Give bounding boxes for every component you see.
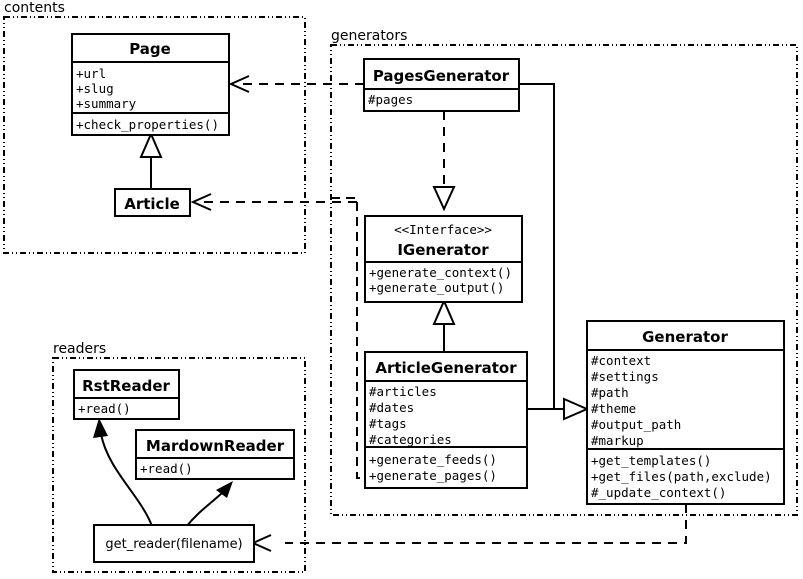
class-rstreader-frame [73, 369, 180, 420]
relation-line [285, 504, 687, 544]
package-readers-label: readers [53, 341, 106, 357]
class-articlegenerator-attribute: #tags [369, 416, 407, 431]
relation-generators-inherit-generator [519, 83, 590, 421]
realization-arrowhead [432, 186, 456, 212]
relation-line [100, 433, 153, 527]
class-page-title: Page [129, 40, 171, 58]
relation-articlegenerator-inherits-igenerator [432, 298, 456, 352]
class-generator-attribute: #theme [591, 401, 636, 416]
dependency-arrowhead [228, 75, 250, 93]
class-articlegenerator-method: +generate_pages() [369, 468, 497, 483]
class-pagesgenerator-frame [363, 58, 520, 112]
package-readers-frame [52, 357, 306, 573]
class-pagesgenerator-title: PagesGenerator [373, 67, 510, 85]
class-mardownreader-title: MardownReader [146, 437, 285, 455]
package-readers: readers [52, 341, 306, 573]
class-articlegenerator-frame [364, 351, 528, 489]
relation-getreader-returns-rstreader [93, 418, 153, 527]
class-generator-attribute: #settings [591, 369, 659, 384]
class-articlegenerator-attribute: #articles [369, 384, 437, 399]
class-mardownreader-frame [135, 429, 295, 480]
package-contents-frame [3, 16, 306, 254]
return-arrowhead [216, 481, 233, 498]
class-generator-title: Generator [642, 328, 728, 346]
class-box-page[interactable]: Page +url +slug +summary +check_properti… [71, 33, 230, 136]
function-get-reader-frame [93, 524, 255, 563]
class-generator-method: #_update_context() [591, 485, 726, 500]
class-articlegenerator-title: ArticleGenerator [375, 359, 517, 377]
class-generator-attribute: #path [591, 385, 629, 400]
package-generators-frame [330, 44, 798, 516]
class-page-frame [71, 33, 230, 136]
class-page-attribute: +url [76, 66, 106, 81]
dependency-arrowhead [250, 534, 272, 552]
generalization-arrowhead [139, 131, 163, 158]
class-page-attribute: +slug [76, 81, 114, 96]
package-contents-label: contents [4, 0, 65, 16]
relation-article-inherits-page [139, 131, 163, 190]
class-page-method: +check_properties() [76, 117, 219, 132]
package-contents: contents [3, 0, 306, 254]
relation-pagesgenerator-realizes-igenerator [432, 111, 456, 212]
class-generator-attribute: #output_path [591, 417, 681, 432]
class-box-articlegenerator[interactable]: ArticleGenerator #articles #dates #tags … [364, 351, 528, 489]
relation-getreader-returns-mardownreader [185, 481, 233, 528]
class-igenerator-method: +generate_context() [369, 265, 512, 280]
class-generator-attribute: #markup [591, 433, 644, 448]
class-box-article[interactable]: Article [114, 188, 191, 217]
class-generator-frame [586, 320, 785, 505]
generalization-arrowhead [432, 298, 456, 325]
class-rstreader-title: RstReader [82, 377, 170, 395]
class-rstreader-method: +read() [78, 401, 131, 416]
class-igenerator-method: +generate_output() [369, 280, 504, 295]
class-box-pagesgenerator[interactable]: PagesGenerator #pages [363, 58, 520, 112]
class-article-frame [114, 188, 191, 217]
class-box-generator[interactable]: Generator #context #settings #path #them… [586, 320, 785, 505]
dependency-arrowhead [190, 193, 212, 211]
class-articlegenerator-method: +generate_feeds() [369, 452, 497, 467]
relation-articlegenerator-depends-article [190, 193, 357, 211]
class-article-title: Article [124, 195, 180, 213]
class-articlegenerator-attribute: #categories [369, 432, 452, 447]
class-generator-method: +get_templates() [591, 453, 711, 468]
relation-pagesgenerator-depends-page [228, 75, 364, 93]
relation-generator-depends-getreader [250, 504, 687, 552]
function-box-get-reader[interactable]: get_reader(filename) [93, 524, 255, 563]
class-generator-attribute: #context [591, 353, 651, 368]
function-get-reader-label: get_reader(filename) [105, 537, 242, 552]
class-generator-method: +get_files(path,exclude) [591, 469, 772, 484]
class-box-rstreader[interactable]: RstReader +read() [73, 369, 180, 420]
return-arrowhead [93, 418, 108, 438]
class-igenerator-frame [364, 215, 523, 303]
relation-line [185, 492, 223, 528]
class-igenerator-stereotype: <<Interface>> [394, 222, 492, 237]
class-page-attribute: +summary [76, 96, 137, 111]
generalization-arrowhead [563, 397, 590, 421]
class-box-mardownreader[interactable]: MardownReader +read() [135, 429, 295, 480]
class-mardownreader-method: +read() [140, 461, 193, 476]
class-pagesgenerator-attribute: #pages [368, 92, 413, 107]
package-generators-label: generators [331, 28, 407, 44]
class-box-igenerator[interactable]: <<Interface>> IGenerator +generate_conte… [364, 215, 523, 303]
class-articlegenerator-attribute: #dates [369, 400, 414, 415]
class-igenerator-title: IGenerator [397, 241, 489, 259]
